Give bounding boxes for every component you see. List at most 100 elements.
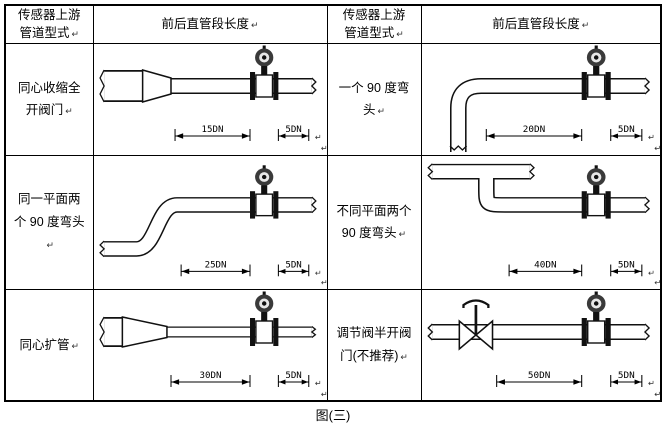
return-mark: ↵ xyxy=(581,20,590,31)
dimension-downstream: 5DN xyxy=(277,261,309,277)
return-mark: ↵ xyxy=(654,389,660,399)
return-mark: ↵ xyxy=(320,278,326,287)
pipe-break-right xyxy=(643,77,650,95)
pipe-type-label: 同一平面两个 90 度弯头 xyxy=(13,192,85,229)
meter-flange-left xyxy=(581,317,587,346)
diagram-half-open-valve: 50DN 5DN ↵ ↵ xyxy=(426,291,660,399)
diagram-cell: 40DN 5DN ↵ ↵ xyxy=(420,154,662,290)
valve-handwheel xyxy=(461,299,490,308)
reducer-cone xyxy=(141,69,172,103)
header-label: 前后直管段长度 xyxy=(492,17,580,32)
diagram-single-90-elbow: 20DN 5DN ↵ ↵ xyxy=(449,45,660,153)
meter-flange-left xyxy=(581,191,587,219)
meter-body xyxy=(254,74,273,98)
dimension-label: 5DN xyxy=(617,261,634,271)
meter-flange-right xyxy=(605,72,611,100)
table-row: 同心收缩全开阀门↵ xyxy=(4,42,662,156)
taper-cone xyxy=(121,315,168,348)
pipe-break-left xyxy=(98,69,105,103)
meter-body xyxy=(586,74,605,98)
meter-body xyxy=(586,320,605,344)
meter-body xyxy=(254,193,273,217)
dimension-label: 5DN xyxy=(617,370,634,381)
return-mark: ↵ xyxy=(250,20,259,31)
return-mark: ↵ xyxy=(648,132,655,142)
meter-flange-right xyxy=(272,191,278,219)
table-row: 同心扩管↵ xyxy=(4,288,662,402)
meter-body xyxy=(586,193,605,217)
dimension-label: 5DN xyxy=(617,124,634,135)
meter-flange-right xyxy=(272,72,278,100)
diagram-cell: 20DN 5DN ↵ ↵ xyxy=(420,42,662,156)
dimension-upstream: 40DN xyxy=(508,261,582,277)
row-label-cell: 同一平面两个 90 度弯头 ↵ xyxy=(4,154,94,290)
dimension-upstream: 50DN xyxy=(495,370,582,387)
meter-body xyxy=(254,320,273,344)
meter-flange-left xyxy=(249,317,255,346)
diagram-two-elbows-different-planes: 40DN 5DN ↵ ↵ xyxy=(426,163,660,287)
header-row: 传感器上游管道型式↵ 前后直管段长度↵ 传感器上游管道型式↵ 前后直管段长度↵ xyxy=(4,4,662,44)
pipe-break-top-right xyxy=(528,163,535,180)
return-mark: ↵ xyxy=(648,268,655,277)
header-pipe-type-right: 传感器上游管道型式↵ xyxy=(326,4,422,44)
pipe-break-bottom xyxy=(449,145,467,151)
dimension-upstream: 20DN xyxy=(485,124,582,141)
diagram-concentric-reducer: 15DN 5DN ↵ ↵ xyxy=(98,45,327,153)
meter-stem xyxy=(592,311,599,322)
return-mark: ↵ xyxy=(46,240,55,251)
return-mark: ↵ xyxy=(648,378,655,388)
header-label: 前后直管段长度 xyxy=(161,17,249,32)
row-label-cell: 一个 90 度弯头↵ xyxy=(326,42,422,156)
diagram-cell: 30DN 5DN ↵ ↵ xyxy=(92,288,328,402)
table-row: 同一平面两个 90 度弯头 ↵ xyxy=(4,154,662,290)
header-straight-length-left: 前后直管段长度↵ xyxy=(92,4,328,44)
diagram-concentric-expander: 30DN 5DN ↵ ↵ xyxy=(98,291,327,399)
pipe-break-right xyxy=(310,77,317,95)
flowmeter xyxy=(249,291,278,346)
regulating-valve xyxy=(458,299,493,351)
flowmeter xyxy=(581,165,611,219)
dimension-label: 5DN xyxy=(285,125,301,135)
flowmeter xyxy=(249,45,278,100)
dimension-downstream: 5DN xyxy=(609,370,642,387)
dimension-label: 50DN xyxy=(527,370,549,381)
dimension-upstream: 25DN xyxy=(180,261,251,277)
document-page: 传感器上游管道型式↵ 前后直管段长度↵ 传感器上游管道型式↵ 前后直管段长度↵ … xyxy=(3,0,663,424)
return-mark: ↵ xyxy=(400,351,408,362)
installation-requirements-table: 传感器上游管道型式↵ 前后直管段长度↵ 传感器上游管道型式↵ 前后直管段长度↵ … xyxy=(4,4,662,402)
pipe-break-right xyxy=(310,196,317,214)
meter-stem xyxy=(260,66,267,76)
dimension-label: 40DN xyxy=(534,261,556,271)
return-mark: ↵ xyxy=(314,133,321,142)
row-label-cell: 同心扩管↵ xyxy=(4,288,94,402)
pipe-type-label: 一个 90 度弯头 xyxy=(338,80,410,118)
diagram-cell: 25DN 5DN ↵ ↵ xyxy=(92,154,328,290)
return-mark: ↵ xyxy=(314,268,321,277)
return-mark: ↵ xyxy=(71,340,80,351)
return-mark: ↵ xyxy=(654,143,660,153)
return-mark: ↵ xyxy=(654,278,660,287)
pipe-break-right xyxy=(643,323,650,341)
pipe-type-label: 不同平面两个 90 度弯头 xyxy=(336,203,412,241)
row-label-cell: 同心收缩全开阀门↵ xyxy=(4,42,94,156)
row-label-cell: 调节阀半开阀门(不推荐)↵ xyxy=(326,288,422,402)
dimension-downstream: 5DN xyxy=(609,261,642,277)
pipe-with-elbow xyxy=(449,78,645,152)
return-mark: ↵ xyxy=(398,229,407,239)
diagram-cell: 50DN 5DN ↵ ↵ xyxy=(420,288,662,402)
header-pipe-type-left: 传感器上游管道型式↵ xyxy=(4,4,94,44)
pipe-type-label: 同心扩管 xyxy=(19,337,70,352)
return-mark: ↵ xyxy=(320,144,326,153)
dimension-upstream: 15DN xyxy=(174,125,251,141)
header-label: 传感器上游管道型式 xyxy=(342,8,406,41)
pipe-break-left xyxy=(426,163,433,180)
flowmeter xyxy=(581,45,611,100)
diagram-cell: 15DN 5DN ↵ ↵ xyxy=(92,42,328,156)
flowmeter xyxy=(249,165,278,219)
return-mark: ↵ xyxy=(377,106,386,116)
meter-stem xyxy=(260,311,267,322)
dimension-downstream: 5DN xyxy=(609,124,642,141)
diagram-two-elbows-same-plane: 25DN 5DN ↵ ↵ xyxy=(98,165,327,287)
header-label: 传感器上游管道型式 xyxy=(17,8,81,41)
dimension-downstream: 5DN xyxy=(277,371,309,387)
